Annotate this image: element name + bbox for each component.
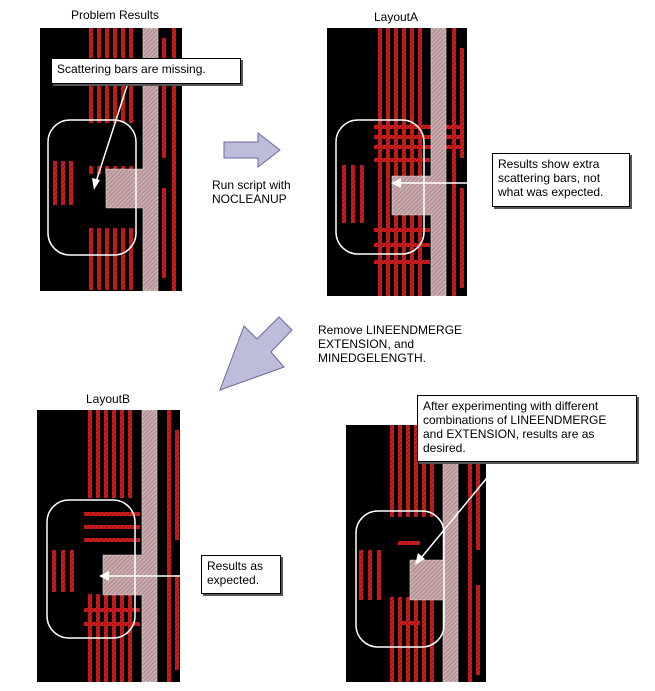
scattering-bar (406, 597, 410, 682)
scattering-bar (53, 161, 57, 205)
scattering-bar (172, 28, 176, 291)
scattering-bar (374, 135, 460, 139)
scattering-bar (52, 550, 56, 592)
scattering-bar (84, 538, 140, 542)
scattering-bar (374, 243, 430, 247)
scattering-bar (422, 597, 426, 682)
scattering-bar (104, 410, 108, 498)
scattering-bar (390, 425, 394, 517)
scattering-bar (377, 550, 381, 600)
step-arrow-down-left (219, 316, 293, 391)
scattering-bar (162, 38, 166, 158)
scattering-bar (452, 28, 456, 296)
scattering-bar (84, 525, 140, 529)
region-outline (46, 499, 136, 639)
layout-b-layout (37, 410, 180, 682)
scattering-bar (374, 145, 460, 149)
scattering-bar (97, 228, 101, 290)
scattering-bar (342, 165, 346, 223)
main-feature (391, 28, 447, 296)
callout-results-desired: After experimenting with different combi… (417, 395, 637, 462)
region-outline (47, 119, 137, 256)
scattering-bar (175, 575, 179, 670)
scattering-bar (374, 158, 430, 162)
scattering-bar (61, 161, 65, 205)
scattering-bar (88, 410, 92, 498)
scattering-bar (398, 541, 420, 545)
scattering-bar (89, 166, 93, 174)
scattering-bar (374, 125, 460, 129)
scattering-bar (414, 597, 418, 682)
main-feature (105, 28, 159, 291)
scattering-bar (398, 597, 402, 682)
callout-extra-bars: Results show extra scattering bars, not … (492, 153, 630, 207)
region-outline (355, 510, 445, 648)
scattering-bar (468, 425, 472, 682)
step-remove-params-note: Remove LINEENDMERGE EXTENSION, and MINED… (318, 323, 463, 365)
scattering-bar (69, 161, 73, 205)
step-arrow-right (223, 131, 281, 169)
scattering-bar (360, 165, 364, 223)
layout-a-layout (327, 28, 467, 296)
scattering-bar (430, 597, 434, 682)
scattering-bar (374, 260, 430, 264)
scattering-bar (406, 425, 410, 517)
callout-results-expected: Results as expected. (201, 555, 281, 594)
scattering-bar (120, 594, 124, 682)
layout-b-title: LayoutB (85, 392, 131, 406)
scattering-bar (120, 410, 124, 498)
step-run-script-note: Run script with NOCLEANUP (212, 178, 291, 206)
scattering-bar (167, 410, 171, 682)
problem-results-title: Problem Results (70, 8, 160, 22)
scattering-bar (162, 188, 166, 278)
scattering-bar (398, 425, 402, 517)
layout-background (37, 410, 180, 682)
scattering-bar (476, 585, 480, 675)
scattering-bar (476, 450, 480, 550)
scattering-bar (460, 188, 464, 288)
scattering-bar (128, 594, 132, 682)
scattering-bar (89, 228, 93, 290)
layout-a-title: LayoutA (373, 10, 419, 24)
scattering-bar (105, 228, 109, 290)
final-layout (346, 425, 486, 682)
scattering-bar (129, 228, 133, 290)
callout-bars-missing: Scattering bars are missing. (51, 58, 241, 84)
region-outline (335, 119, 425, 255)
scattering-bar (84, 608, 140, 612)
main-feature (102, 410, 158, 682)
scattering-bar (368, 550, 372, 600)
scattering-bar (359, 550, 363, 600)
scattering-bar (70, 550, 74, 592)
scattering-bar (390, 597, 394, 682)
scattering-bar (61, 550, 65, 592)
scattering-bar (460, 48, 464, 158)
scattering-bar (113, 228, 117, 290)
scattering-bar (84, 512, 140, 516)
scattering-bar (351, 165, 355, 223)
scattering-bar (97, 166, 101, 174)
scattering-bar (121, 228, 125, 290)
scattering-bar (84, 622, 140, 626)
scattering-bar (128, 410, 132, 498)
scattering-bar (414, 425, 418, 517)
scattering-bar (112, 410, 116, 498)
scattering-bar (96, 410, 100, 498)
scattering-bar (374, 228, 430, 232)
scattering-bar (398, 621, 420, 625)
scattering-bar (175, 430, 179, 540)
